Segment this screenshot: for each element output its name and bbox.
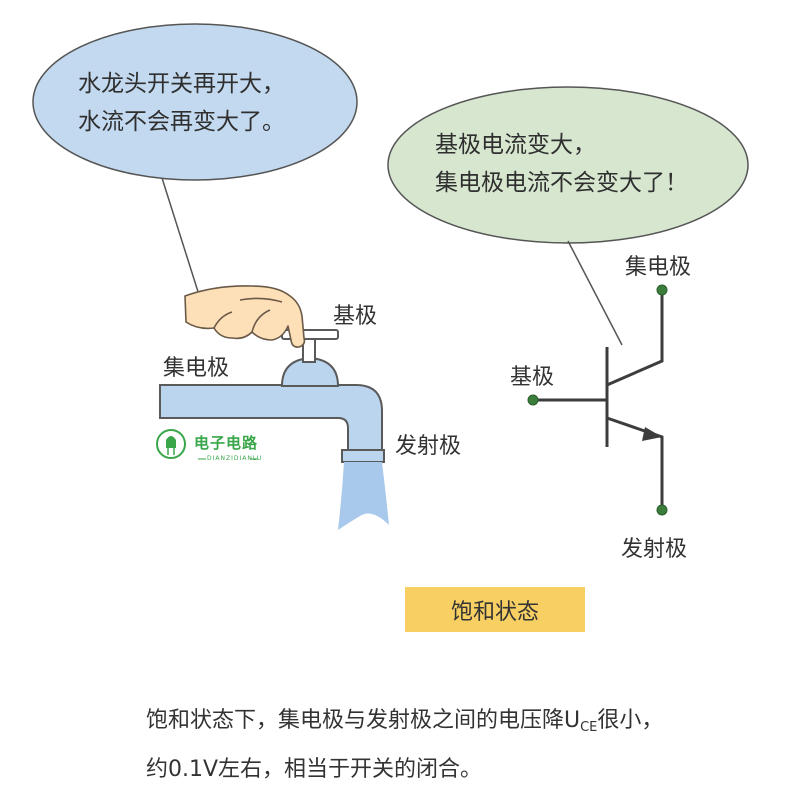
right-bubble-pointer bbox=[567, 240, 623, 346]
logo-name: 电子电路 bbox=[194, 434, 259, 452]
caption: 饱和状态下，集电极与发射极之间的电压降UCE很小， 约0.1V左右，相当于开关的… bbox=[146, 700, 663, 791]
base-terminal bbox=[527, 394, 539, 406]
emitter-arrow-icon bbox=[642, 427, 662, 441]
caption-line2: 约0.1V左右，相当于开关的闭合。 bbox=[146, 757, 483, 782]
caption-subscript: CE bbox=[580, 720, 598, 735]
caption-line1: 饱和状态下，集电极与发射极之间的电压降UCE很小， bbox=[146, 700, 663, 749]
caption-line1-post: 很小， bbox=[597, 708, 664, 733]
transistor-base-label: 基极 bbox=[510, 365, 555, 390]
right-bubble-line2: 集电极电流不会变大了！ bbox=[435, 170, 688, 196]
right-speech-bubble bbox=[387, 86, 749, 244]
right-bubble-text: 基极电流变大， 集电极电流不会变大了！ bbox=[435, 126, 688, 202]
faucet-spout-rim bbox=[341, 449, 385, 463]
left-speech-bubble bbox=[32, 23, 358, 181]
faucet-base-label: 基极 bbox=[333, 304, 378, 329]
state-title-box: 饱和状态 bbox=[405, 587, 585, 632]
left-bubble-line1: 水龙头开关再开大， bbox=[78, 71, 285, 97]
collector-terminal bbox=[656, 284, 668, 296]
hand-icon bbox=[184, 285, 306, 348]
emitter-lead bbox=[606, 416, 664, 510]
logo-sub: DIANZIDIANLU bbox=[207, 455, 263, 462]
left-bubble-line2: 水流不会再变大了。 bbox=[78, 109, 285, 135]
caption-line1-pre: 饱和状态下，集电极与发射极之间的电压降U bbox=[146, 708, 581, 733]
left-bubble-pointer bbox=[161, 177, 201, 299]
left-bubble-text: 水龙头开关再开大， 水流不会再变大了。 bbox=[78, 65, 285, 141]
transistor-emitter-label: 发射极 bbox=[621, 537, 688, 562]
state-title: 饱和状态 bbox=[450, 599, 539, 625]
faucet-emitter-label: 发射极 bbox=[395, 434, 462, 459]
water-stream bbox=[338, 462, 389, 530]
transistor-collector-label: 集电极 bbox=[625, 255, 692, 280]
emitter-terminal bbox=[656, 504, 668, 516]
collector-lead bbox=[606, 290, 664, 387]
logo-icon bbox=[156, 429, 258, 460]
transistor-symbol bbox=[533, 290, 664, 510]
right-bubble-line1: 基极电流变大， bbox=[435, 132, 596, 158]
faucet-collector-label: 集电极 bbox=[163, 356, 230, 381]
